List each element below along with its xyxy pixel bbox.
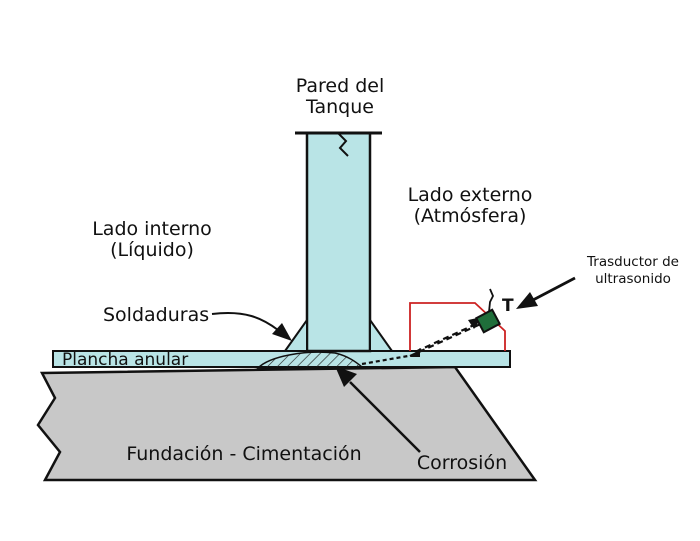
outer-side-label-line1: Lado externo (408, 184, 533, 206)
wall-label-line1: Pared del (296, 75, 384, 97)
transducer-leader-line (532, 276, 576, 302)
weld-right (369, 316, 394, 352)
beam-path-reflected (409, 320, 486, 358)
weld-left (283, 316, 308, 352)
foundation-label: Fundación - Cimentación (126, 443, 361, 465)
transducer-label-line2: ultrasonido (595, 271, 671, 287)
inner-side-label-line2: (Líquido) (110, 239, 194, 261)
probe-wedge-outline (409, 302, 506, 351)
tank-wall (305, 131, 372, 353)
outer-side-label-line2: (Atmósfera) (414, 205, 527, 227)
annular-plate-label: Plancha anular (62, 350, 188, 370)
corrosion-zone (256, 351, 365, 369)
welds-label: Soldaduras (103, 304, 209, 326)
welds-leader-line (211, 312, 279, 331)
transducer-block (474, 308, 502, 334)
transducer-tag: T (502, 296, 514, 316)
beam-path-bottom (361, 354, 409, 366)
corrosion-leader-line (349, 381, 421, 453)
welds-leader-arrowhead (272, 323, 292, 341)
transducer-leader-arrowhead (516, 292, 538, 309)
wall-label-line2: Tanque (305, 96, 374, 118)
transducer-cable (488, 288, 494, 313)
inner-side-label-line1: Lado interno (92, 218, 212, 240)
corrosion-leader-arrowhead (335, 366, 357, 387)
beam-arrowhead-mid (410, 348, 420, 357)
wall-break-mark (337, 132, 349, 157)
transducer-label-line1: Trasductor de (586, 254, 679, 270)
corrosion-label: Corrosión (417, 452, 507, 474)
foundation-block (36, 365, 538, 482)
